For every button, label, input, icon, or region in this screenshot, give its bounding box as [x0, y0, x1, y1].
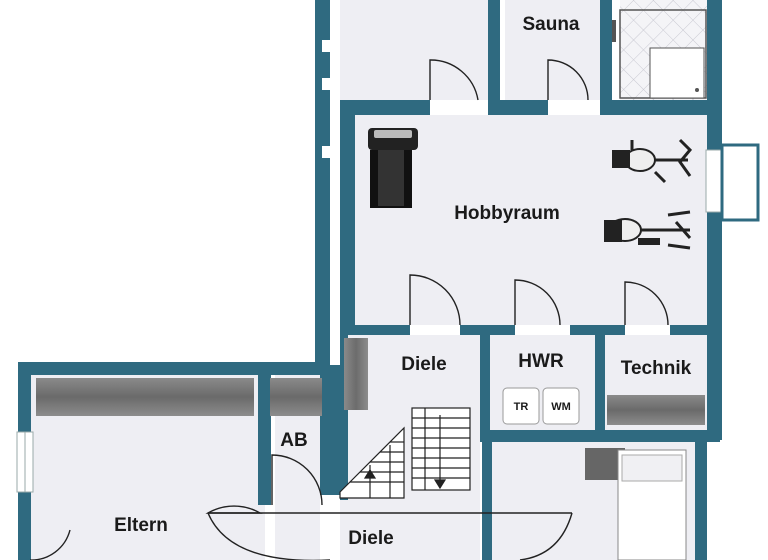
label-washer: WM [551, 401, 571, 413]
floors [30, 0, 710, 560]
treadmill-icon [368, 128, 418, 208]
label-diele-lower: Diele [348, 528, 393, 549]
staircase [339, 407, 471, 499]
label-eltern: Eltern [114, 515, 168, 536]
label-diele-upper: Diele [401, 354, 446, 375]
label-hobbyraum: Hobbyraum [454, 203, 560, 224]
crosstrainer-icon [604, 210, 692, 250]
windows [16, 20, 760, 493]
walls [18, 0, 722, 560]
furniture [36, 9, 707, 560]
exercise-bike-icon [612, 138, 693, 184]
label-hwr: HWR [518, 351, 564, 372]
label-sauna: Sauna [522, 14, 579, 35]
label-ab: AB [280, 430, 307, 451]
label-dryer: TR [514, 401, 529, 413]
label-technik: Technik [621, 358, 692, 379]
doors [30, 59, 669, 560]
